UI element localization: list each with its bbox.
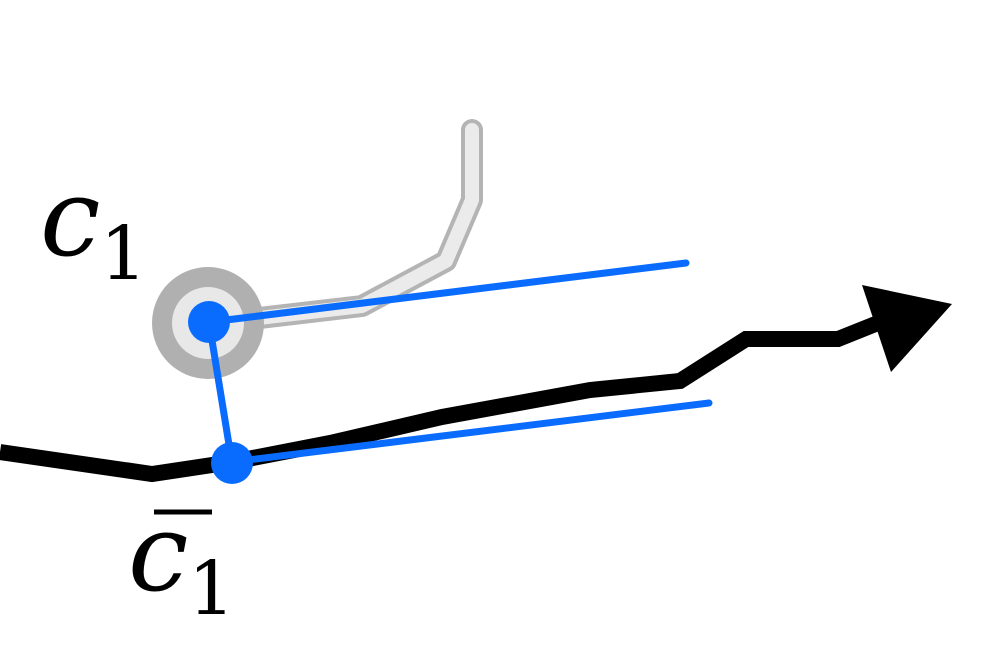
label-c1-base: c — [40, 156, 101, 281]
trajectory-arrowhead — [862, 285, 952, 372]
label-c1-bar-sub: 1 — [188, 546, 235, 632]
label-c1-bar-base: c — [128, 491, 189, 616]
trajectory-line — [0, 315, 881, 483]
c1-connector-line — [205, 318, 236, 467]
label-c1: c 1 — [40, 156, 147, 297]
c1-bar-tangent-line — [228, 399, 713, 466]
c1-tangent-line — [206, 259, 690, 326]
label-c1-bar: c 1 — [128, 491, 235, 632]
c1-point — [188, 301, 230, 343]
c1-bar-point — [211, 442, 253, 484]
label-c1-sub: 1 — [100, 211, 147, 297]
